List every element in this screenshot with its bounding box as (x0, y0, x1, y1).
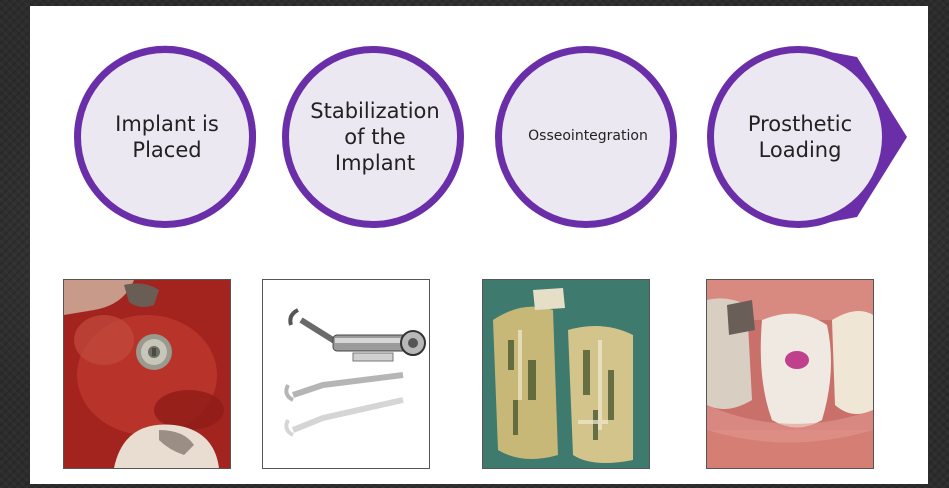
torque-wrench-drawing (263, 280, 429, 468)
step-label: Prosthetic Loading (725, 24, 875, 250)
step-label: Stabilization of the Implant (305, 24, 445, 250)
step-prosthetic-loading: Prosthetic Loading (685, 24, 895, 250)
implant-in-gum-photo (64, 280, 230, 468)
diagram-slide: Implant is Placed Stabilization of the I… (30, 6, 928, 484)
crown-on-implant-photo (707, 280, 873, 468)
step-implant-placed: Implant is Placed (52, 24, 262, 250)
step-label: Implant is Placed (92, 24, 242, 250)
step-osseointegration: Osseointegration (473, 24, 683, 250)
step-label: Osseointegration (503, 24, 673, 250)
step-stabilization: Stabilization of the Implant (260, 24, 470, 250)
bone-sample-photo (483, 280, 649, 468)
